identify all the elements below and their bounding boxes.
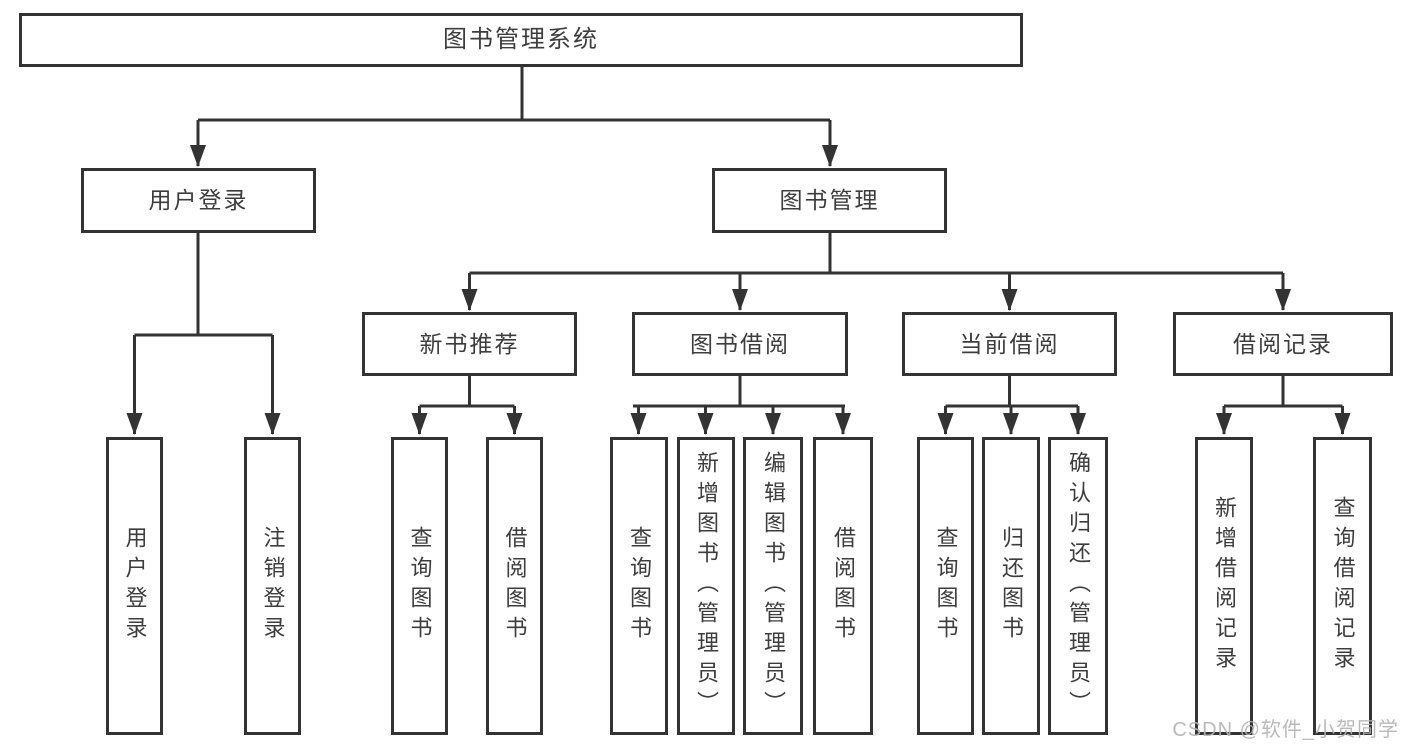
leaf-query-books-newrec: 查询图书 (391, 437, 448, 735)
leaf-logout: 注销登录 (244, 437, 301, 735)
leaf-user-login: 用户登录 (106, 437, 163, 735)
node-label: 归还图书 (999, 526, 1024, 646)
node-label: 新增图书（管理员） (694, 451, 719, 721)
edge-root-trunk (198, 67, 830, 122)
node-label: 查询借阅记录 (1330, 496, 1356, 676)
node-label: 图书管理 (779, 187, 880, 213)
leaf-add-books-admin: 新增图书（管理员） (677, 437, 735, 735)
node-label: 查询图书 (627, 526, 652, 646)
leaf-query-books-current: 查询图书 (917, 437, 974, 735)
node-label: 确认归还（管理员） (1066, 451, 1091, 721)
node-borrowing-records: 借阅记录 (1173, 312, 1393, 376)
edge-bookmgmt-trunk (469, 233, 1283, 275)
edge-newbooks-trunk (419, 376, 515, 408)
leaf-query-borrow-record: 查询借阅记录 (1313, 437, 1372, 735)
node-label: 图书管理系统 (443, 26, 599, 53)
edge-bookborrow-trunk (633, 376, 845, 408)
node-label: 注销登录 (260, 526, 286, 646)
node-label: 借阅图书 (502, 526, 528, 646)
leaf-borrow-books-newrec: 借阅图书 (486, 437, 543, 735)
node-label: 查询图书 (933, 526, 959, 646)
node-label: 借阅图书 (831, 526, 856, 646)
node-label: 借阅记录 (1233, 330, 1333, 357)
node-label: 新增借阅记录 (1212, 496, 1237, 676)
leaf-add-borrow-record: 新增借阅记录 (1195, 437, 1253, 735)
node-label: 当前借阅 (959, 330, 1060, 357)
edge-records-trunk (1224, 376, 1343, 408)
leaf-confirm-return-admin: 确认归还（管理员） (1048, 437, 1108, 735)
node-book-borrowing: 图书借阅 (632, 312, 848, 376)
leaf-query-books-borrowing: 查询图书 (610, 437, 668, 735)
node-user-login: 用户登录 (81, 168, 316, 233)
node-library-management-system: 图书管理系统 (19, 13, 1023, 67)
node-current-borrowing: 当前借阅 (902, 312, 1117, 376)
leaf-borrow-books-borrowing: 借阅图书 (813, 437, 873, 735)
leaf-edit-books-admin: 编辑图书（管理员） (743, 437, 803, 735)
node-label: 查询图书 (407, 526, 433, 646)
node-label: 编辑图书（管理员） (761, 451, 786, 721)
leaf-return-books: 归还图书 (982, 437, 1040, 735)
watermark: CSDN @软件_小贺同学 (1172, 719, 1399, 741)
node-label: 用户登录 (148, 187, 249, 213)
node-label: 新书推荐 (419, 330, 520, 357)
node-label: 图书借阅 (690, 330, 790, 357)
node-book-management: 图书管理 (712, 168, 947, 233)
edge-currentborrow-trunk (945, 376, 1078, 408)
node-new-book-recommendation: 新书推荐 (362, 312, 577, 376)
edge-userlogin-trunk (134, 233, 273, 337)
node-label: 用户登录 (122, 526, 148, 646)
